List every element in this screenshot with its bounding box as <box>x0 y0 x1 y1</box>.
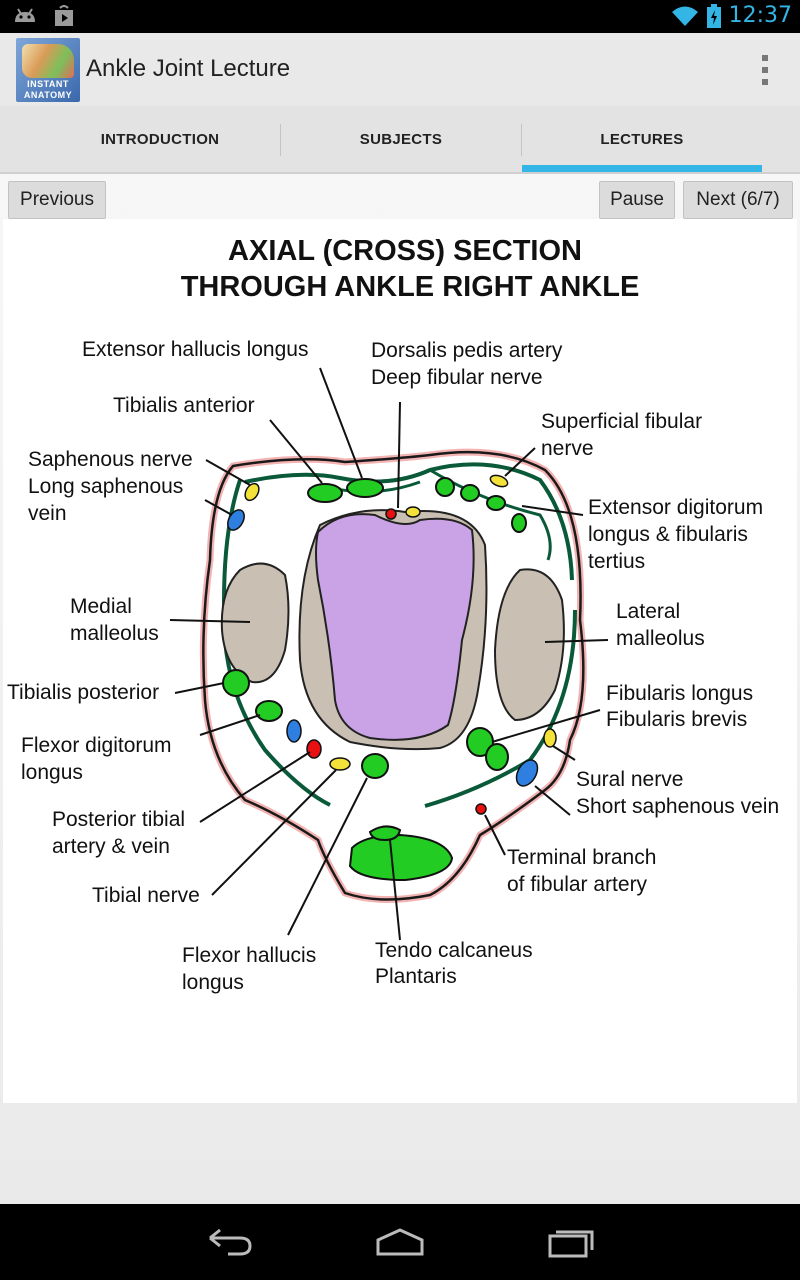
superficial-fibular-nerve <box>489 474 509 488</box>
posterior-tibial-artery <box>306 739 322 759</box>
tibialis-posterior-muscle <box>222 669 250 697</box>
back-icon[interactable] <box>204 1224 254 1258</box>
label-superficial-fibular-nerve: nerve <box>541 437 594 460</box>
label-posterior-tibial: Posterior tibial <box>52 808 185 831</box>
label-long-saphenous-vein: vein <box>28 502 67 525</box>
label-extensor-hallucis-longus: Extensor hallucis longus <box>82 338 308 361</box>
label-medial-malleolus: Medial <box>70 595 132 618</box>
label-flexor-hallucis: longus <box>182 971 244 994</box>
previous-button[interactable]: Previous <box>8 181 106 219</box>
label-extensor-digitorum: longus & fibularis <box>588 523 748 546</box>
label-sural-nerve: Sural nerve <box>576 768 683 791</box>
label-tibialis-posterior: Tibialis posterior <box>7 681 159 704</box>
flexor-hallucis-muscle <box>361 753 389 779</box>
play-store-icon <box>55 5 73 26</box>
foot-illustration <box>22 44 74 78</box>
label-tibialis-anterior: Tibialis anterior <box>113 394 255 417</box>
label-terminal-branch: of fibular artery <box>507 873 648 896</box>
page-title: Ankle Joint Lecture <box>86 55 291 82</box>
navigation-bar <box>0 1204 800 1280</box>
recent-apps-icon[interactable] <box>546 1224 596 1258</box>
tibial-nerve <box>329 757 351 771</box>
app-icon-text: ANATOMY <box>23 90 73 100</box>
ankle-cross-section-diagram: AXIAL (CROSS) SECTION THROUGH ANKLE RIGH… <box>7 235 779 994</box>
tab-divider <box>280 124 281 156</box>
label-deep-fibular-nerve: Deep fibular nerve <box>371 366 543 389</box>
label-dorsalis-pedis-artery: Dorsalis pedis artery <box>371 339 563 362</box>
extensor-hallucis-muscle <box>346 478 384 498</box>
label-long-saphenous-vein: Long saphenous <box>28 475 183 498</box>
battery-icon <box>706 3 721 28</box>
tab-divider <box>521 124 522 156</box>
label-extensor-digitorum: tertius <box>588 550 645 573</box>
home-icon[interactable] <box>374 1224 426 1258</box>
fibularis-brevis-muscle <box>485 743 509 771</box>
extensor-digitorum-muscle <box>435 477 455 497</box>
tab-lectures[interactable]: LECTURES <box>522 106 762 172</box>
lecture-image: AXIAL (CROSS) SECTION THROUGH ANKLE RIGH… <box>3 219 797 1103</box>
label-lateral-malleolus: malleolus <box>616 627 705 650</box>
short-saphenous-vein <box>515 759 539 787</box>
tab-subjects[interactable]: SUBJECTS <box>359 130 443 148</box>
diagram-title: THROUGH ANKLE RIGHT ANKLE <box>181 271 640 303</box>
plantaris-tendon <box>368 825 402 842</box>
label-superficial-fibular-nerve: Superficial fibular <box>541 410 702 433</box>
talus-bone <box>315 513 475 741</box>
tab-introduction[interactable]: INTRODUCTION <box>100 130 220 148</box>
app-icon[interactable]: INSTANT ANATOMY <box>16 38 80 102</box>
medial-malleolus-bone <box>220 562 290 684</box>
lecture-content: Previous Pause Next (6/7) AXIAL (CROSS) … <box>0 174 800 1204</box>
label-lateral-malleolus: Lateral <box>616 600 680 623</box>
tendo-calcaneus <box>348 833 454 882</box>
status-bar: 12:37 <box>0 0 800 33</box>
leader-lines <box>169 367 609 941</box>
terminal-fibular-artery <box>475 803 487 815</box>
overflow-menu-icon[interactable] <box>760 55 770 85</box>
android-debug-icon <box>15 8 35 22</box>
clock: 12:37 <box>728 3 792 28</box>
label-medial-malleolus: malleolus <box>70 622 159 645</box>
next-button[interactable]: Next (6/7) <box>683 181 793 219</box>
saphenous-nerve <box>244 482 260 502</box>
tibialis-anterior-muscle <box>307 483 343 503</box>
label-flexor-hallucis: Flexor hallucis <box>182 944 316 967</box>
tab-bar: INTRODUCTION SUBJECTS LECTURES <box>0 106 800 174</box>
diagram-title: AXIAL (CROSS) SECTION <box>228 235 582 267</box>
action-bar: INSTANT ANATOMY Ankle Joint Lecture <box>0 33 800 106</box>
app-icon-text: INSTANT <box>27 79 69 89</box>
label-plantaris: Plantaris <box>375 965 457 988</box>
label-saphenous-nerve: Saphenous nerve <box>28 448 193 471</box>
posterior-tibial-vein <box>286 719 302 743</box>
label-posterior-tibial: artery & vein <box>52 835 170 858</box>
label-flexor-digitorum: longus <box>21 761 83 784</box>
label-terminal-branch: Terminal branch <box>507 846 656 869</box>
label-flexor-digitorum: Flexor digitorum <box>21 734 172 757</box>
label-tibial-nerve: Tibial nerve <box>92 884 200 907</box>
label-fibularis-longus: Fibularis longus <box>606 682 753 705</box>
deep-fibular-nerve <box>405 506 421 518</box>
sural-nerve <box>543 728 557 748</box>
label-tendo-calcaneus: Tendo calcaneus <box>375 939 533 962</box>
lateral-malleolus-bone <box>493 568 565 722</box>
label-fibularis-brevis: Fibularis brevis <box>606 708 747 731</box>
label-extensor-digitorum: Extensor digitorum <box>588 496 763 519</box>
wifi-icon <box>671 6 698 26</box>
dorsalis-pedis-artery <box>385 508 397 520</box>
label-short-saphenous-vein: Short saphenous vein <box>576 795 779 818</box>
flexor-digitorum-muscle <box>255 700 283 722</box>
pause-button[interactable]: Pause <box>599 181 675 219</box>
